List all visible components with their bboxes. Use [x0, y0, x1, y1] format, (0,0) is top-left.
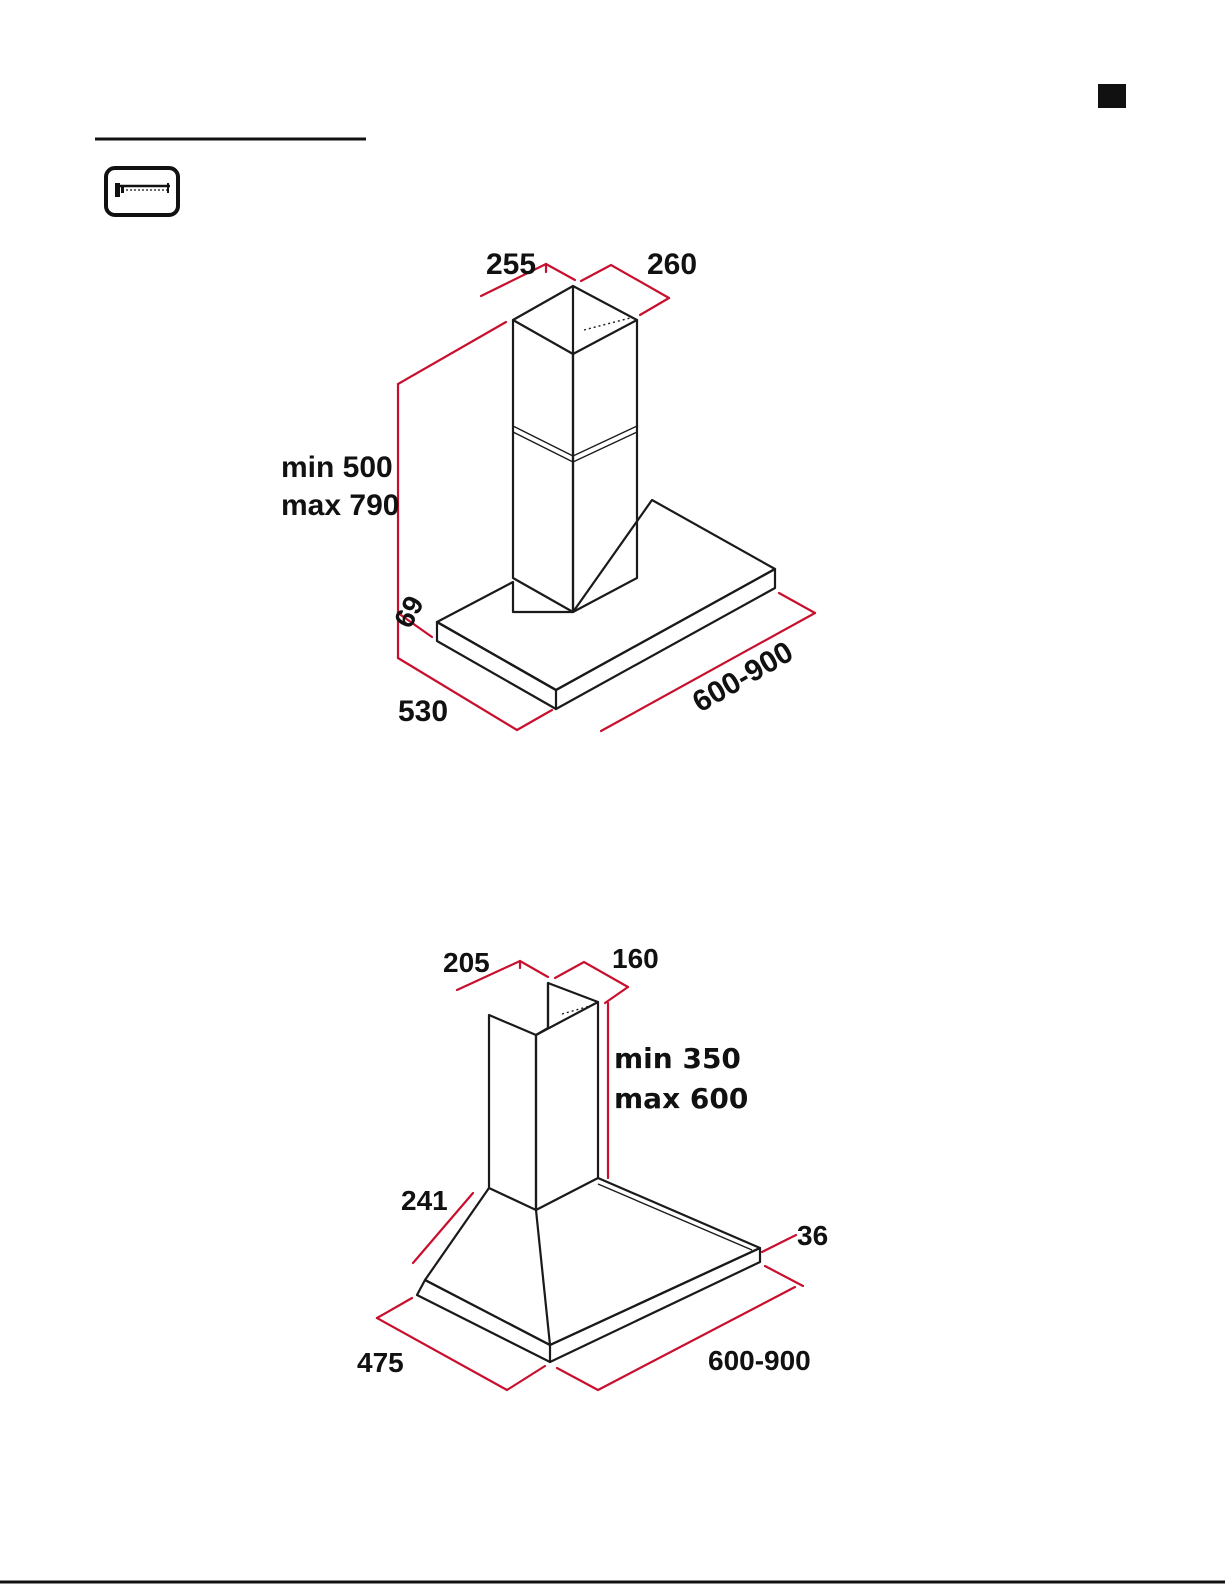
- pyramid-hood-chimney: [489, 983, 598, 1210]
- pyramid-hood-width-label: 600-900: [708, 1345, 811, 1376]
- pyramid-hood-diagram: 205 160 min 350 max 600 241 36 475 600-9…: [357, 943, 828, 1390]
- pyramid-hood-height-max-label: max 600: [614, 1082, 748, 1115]
- page-corner-marker: [1098, 84, 1126, 108]
- pyramid-hood-canopy-height-label: 241: [401, 1185, 448, 1216]
- chimney-hood-chimney: [513, 286, 637, 612]
- chimney-hood-width-label: 600-900: [687, 635, 799, 719]
- pyramid-hood-depth-label: 475: [357, 1347, 404, 1378]
- chimney-hood-canopy-height-label: 69: [388, 591, 430, 633]
- pyramid-hood-height-min-label: min 350: [614, 1042, 741, 1075]
- chimney-hood-height-max-label: max 790: [281, 489, 399, 522]
- caliper-icon: [106, 168, 178, 215]
- chimney-hood-chimney-width-label: 260: [647, 248, 697, 281]
- pyramid-hood-rim-height-label: 36: [797, 1220, 828, 1251]
- chimney-hood-height-min-label: min 500: [281, 451, 393, 484]
- chimney-hood-depth-label: 530: [398, 695, 448, 728]
- chimney-hood-chimney-depth-label: 255: [486, 248, 536, 281]
- pyramid-hood-chimney-width-label: 160: [612, 943, 659, 974]
- pyramid-hood-chimney-depth-label: 205: [443, 947, 490, 978]
- pyramid-hood-canopy: [417, 1178, 760, 1362]
- chimney-hood-diagram: 255 260 min 500 max 790 69 530 600-900: [281, 248, 815, 731]
